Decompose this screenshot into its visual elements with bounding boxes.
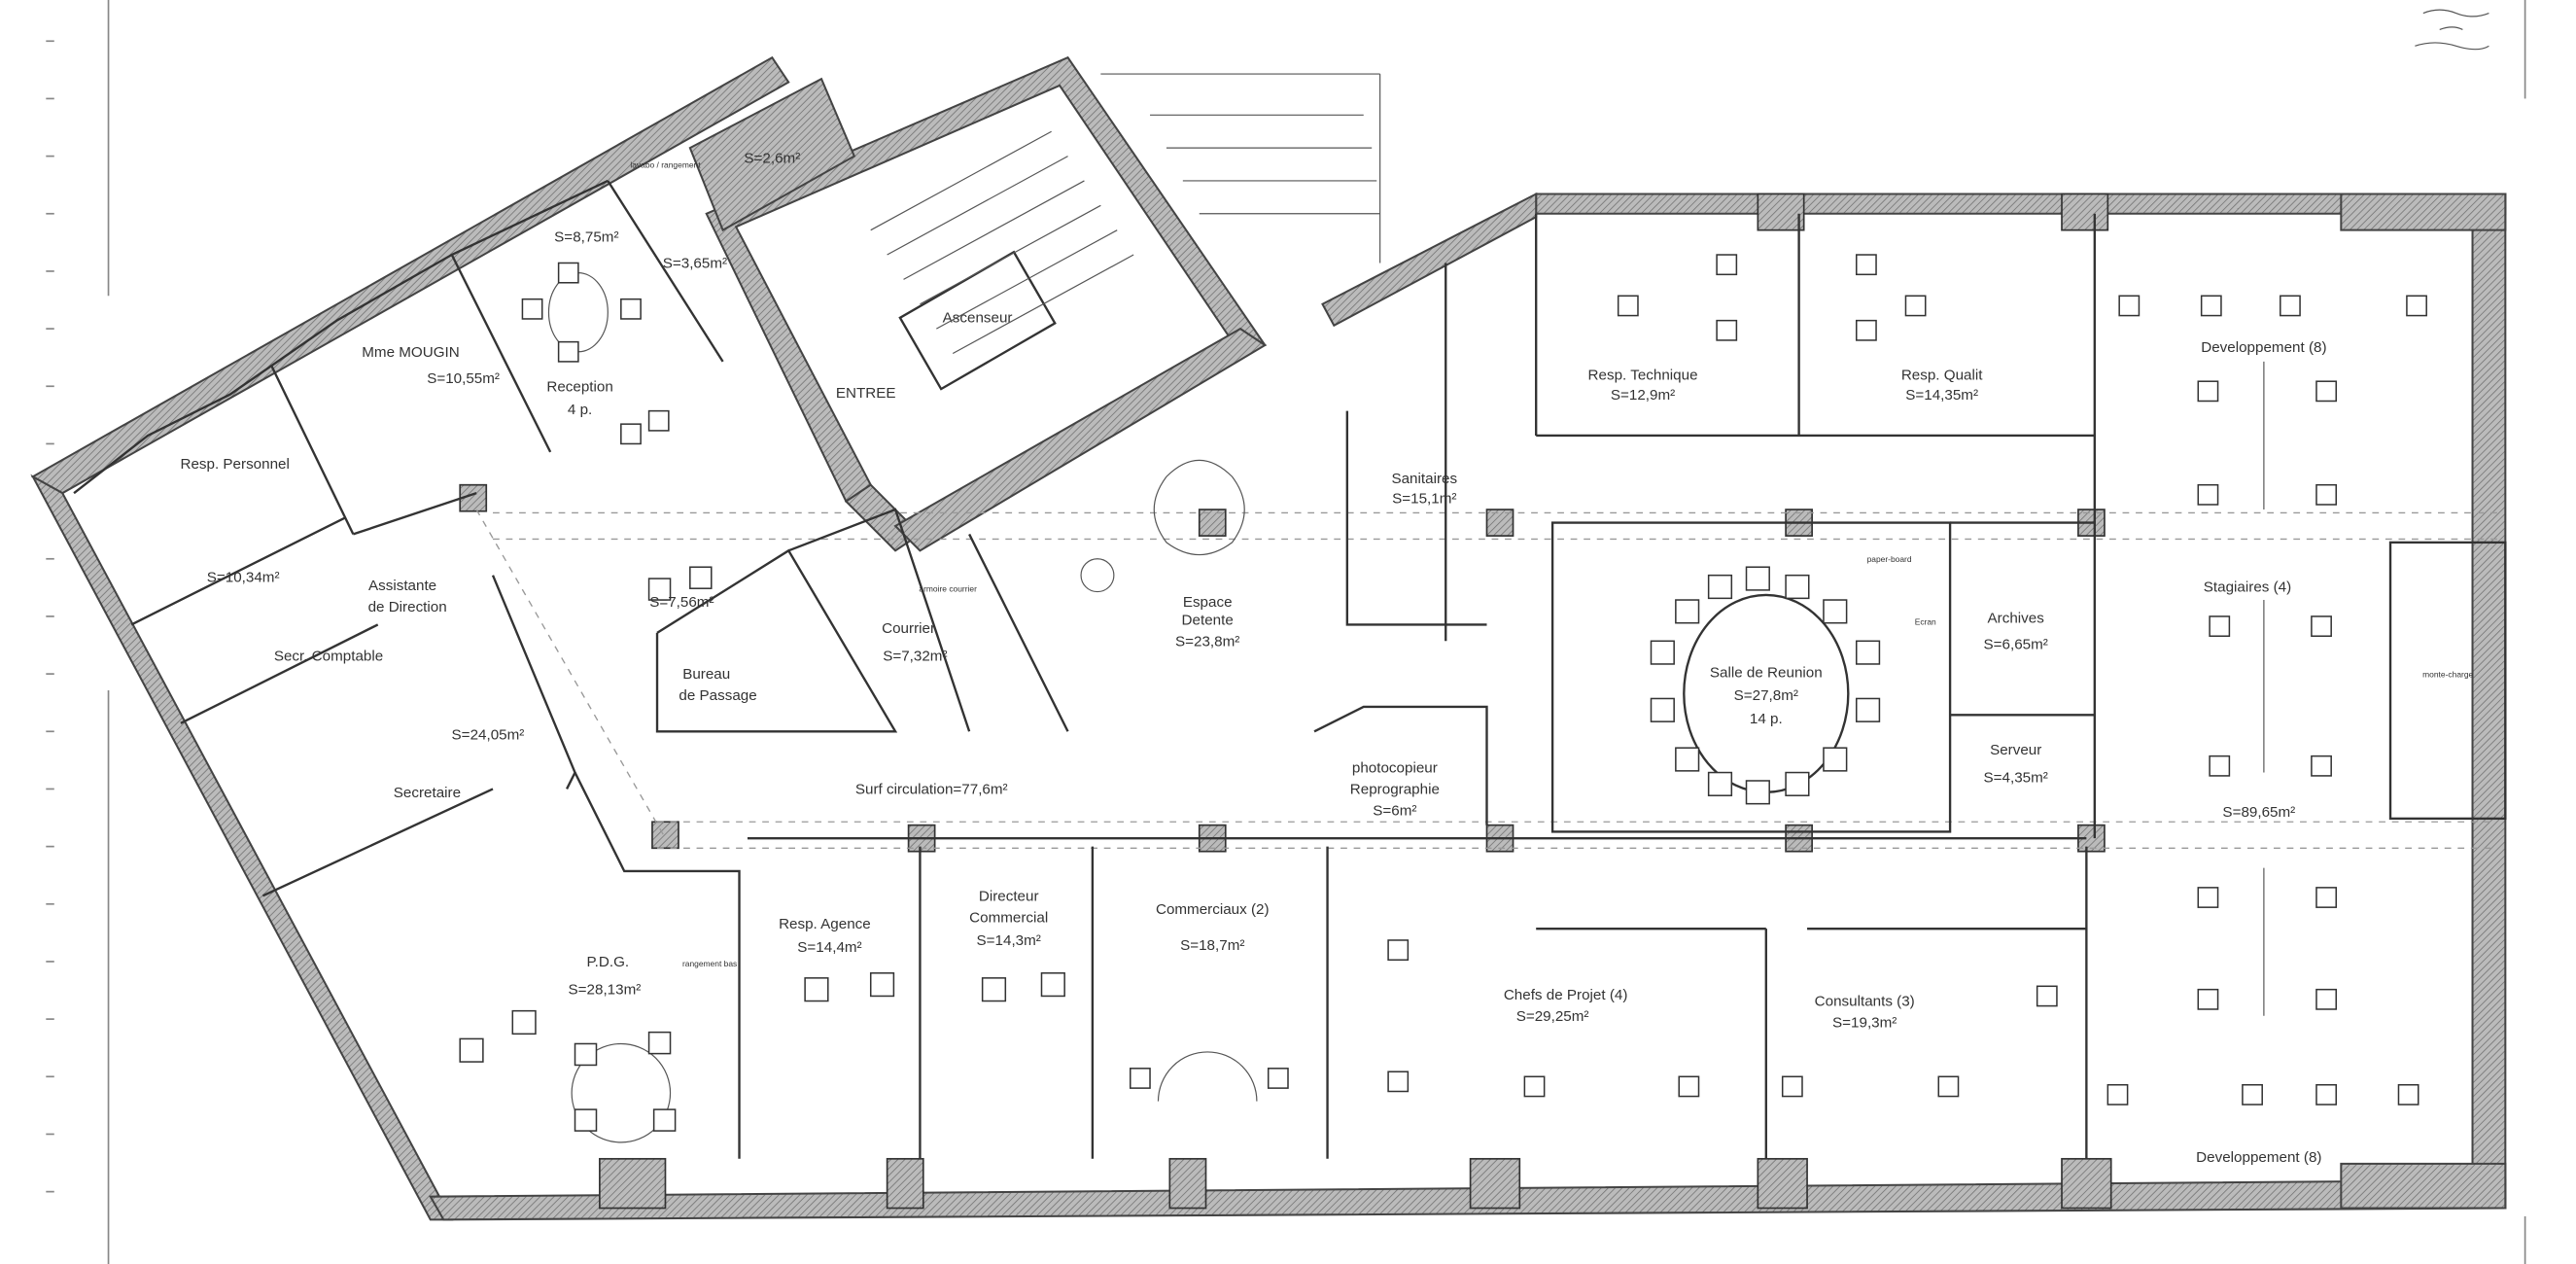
screen-note: Ecran xyxy=(1915,616,1936,626)
room-labels: S=2,6m² S=8,75m² S=3,65m² Mme MOUGIN S=1… xyxy=(180,150,2473,1166)
room-pdg-name: P.D.G. xyxy=(586,954,629,970)
room-reception-name: Reception xyxy=(546,378,612,395)
room-reprographie-area: S=6m² xyxy=(1373,802,1416,819)
room-resp-technique-area: S=12,9m² xyxy=(1611,387,1675,404)
room-reprographie-copier: photocopieur xyxy=(1352,760,1438,777)
room-mougin-name: Mme MOUGIN xyxy=(362,344,460,361)
room-reprographie-name: Reprographie xyxy=(1350,782,1440,798)
stair-core: Ascenseur xyxy=(688,55,1381,552)
room-sanitaires-name: Sanitaires xyxy=(1391,471,1457,487)
paperboard-note: paper-board xyxy=(1867,554,1912,564)
room-stagiaires-name: Stagiaires (4) xyxy=(2204,579,2291,596)
room-cupboard: S=2,6m² xyxy=(744,150,800,166)
partitions xyxy=(73,179,2507,1159)
room-courrier-area: S=7,32m² xyxy=(883,649,947,665)
room-reunion-capacity: 14 p. xyxy=(1750,711,1783,727)
room-resp-qualit-name: Resp. Qualit xyxy=(1901,368,1983,384)
room-bureau-passage-name2: de Passage xyxy=(679,687,756,704)
room-reunion-name: Salle de Reunion xyxy=(1710,664,1823,681)
room-reception-store: S=8,75m² xyxy=(554,229,618,246)
room-commerciaux-name: Commerciaux (2) xyxy=(1156,901,1270,918)
room-assistante-name2: de Direction xyxy=(368,599,447,615)
room-cloak: S=3,65m² xyxy=(663,256,727,272)
room-archives-area: S=6,65m² xyxy=(1984,637,2048,653)
room-bureau-passage-name: Bureau xyxy=(682,666,730,683)
room-chefs-projet-area: S=29,25m² xyxy=(1516,1008,1589,1025)
wc-note: lavabo / rangement xyxy=(630,159,701,169)
room-secr-comptable: Secr. Comptable xyxy=(274,649,383,665)
room-consultants-area: S=19,3m² xyxy=(1832,1015,1897,1032)
room-resp-personnel-area: S=10,34m² xyxy=(207,569,280,585)
structural-grid xyxy=(475,509,2497,849)
circulation-label: Surf circulation=77,6m² xyxy=(855,782,1008,798)
room-dir-commercial-area: S=14,3m² xyxy=(977,932,1041,949)
room-assistante-name: Assistante xyxy=(368,578,436,594)
room-detente-name: Espace xyxy=(1183,594,1233,611)
handwritten-note xyxy=(2415,9,2489,51)
storage-note: rangement bas xyxy=(682,959,737,968)
pillars xyxy=(459,193,2112,1210)
mail-note: armoire courrier xyxy=(919,584,977,594)
stairs xyxy=(870,73,1381,354)
room-resp-technique-name: Resp. Technique xyxy=(1588,368,1698,384)
room-resp-agence-name: Resp. Agence xyxy=(779,916,871,932)
room-mougin-area: S=10,55m² xyxy=(427,370,500,387)
meeting-table xyxy=(1650,566,1881,805)
room-sanitaires-area: S=15,1m² xyxy=(1392,490,1456,507)
room-detente-area: S=23,8m² xyxy=(1175,633,1239,650)
room-assistante-area: S=24,05m² xyxy=(452,727,525,744)
room-consultants-name: Consultants (3) xyxy=(1815,994,1915,1010)
entrance-label: ENTREE xyxy=(836,385,896,402)
room-dev-top: Developpement (8) xyxy=(2201,339,2326,356)
room-reunion-area: S=27,8m² xyxy=(1734,687,1798,704)
room-resp-personnel-name: Resp. Personnel xyxy=(180,456,289,473)
room-serveur-area: S=4,35m² xyxy=(1984,770,2048,787)
room-pdg-area: S=28,13m² xyxy=(569,982,642,999)
workstations xyxy=(459,254,2427,1143)
room-bureau-passage-area: S=7,56m² xyxy=(649,594,714,611)
freight-lift-note: monte-charge xyxy=(2422,669,2473,679)
room-archives-name: Archives xyxy=(1988,611,2045,627)
room-resp-agence-area: S=14,4m² xyxy=(797,939,861,956)
exterior-walls xyxy=(30,55,2507,1221)
room-chefs-projet-name: Chefs de Projet (4) xyxy=(1504,987,1628,1003)
room-stagiaires-area: S=89,65m² xyxy=(2222,804,2295,821)
room-commerciaux-area: S=18,7m² xyxy=(1180,937,1244,954)
elevator-label: Ascenseur xyxy=(943,309,1013,326)
room-resp-qualit-area: S=14,35m² xyxy=(1905,387,1978,404)
room-dev-bottom: Developpement (8) xyxy=(2196,1149,2321,1166)
room-dir-commercial-name2: Commercial xyxy=(969,909,1048,926)
room-courrier-name: Courrier xyxy=(882,620,935,637)
room-dir-commercial-name: Directeur xyxy=(979,888,1039,904)
room-serveur-name: Serveur xyxy=(1990,742,2041,758)
room-reception-capacity: 4 p. xyxy=(568,402,592,418)
room-detente-name2: Detente xyxy=(1182,612,1234,628)
room-secretaire: Secretaire xyxy=(394,785,461,801)
